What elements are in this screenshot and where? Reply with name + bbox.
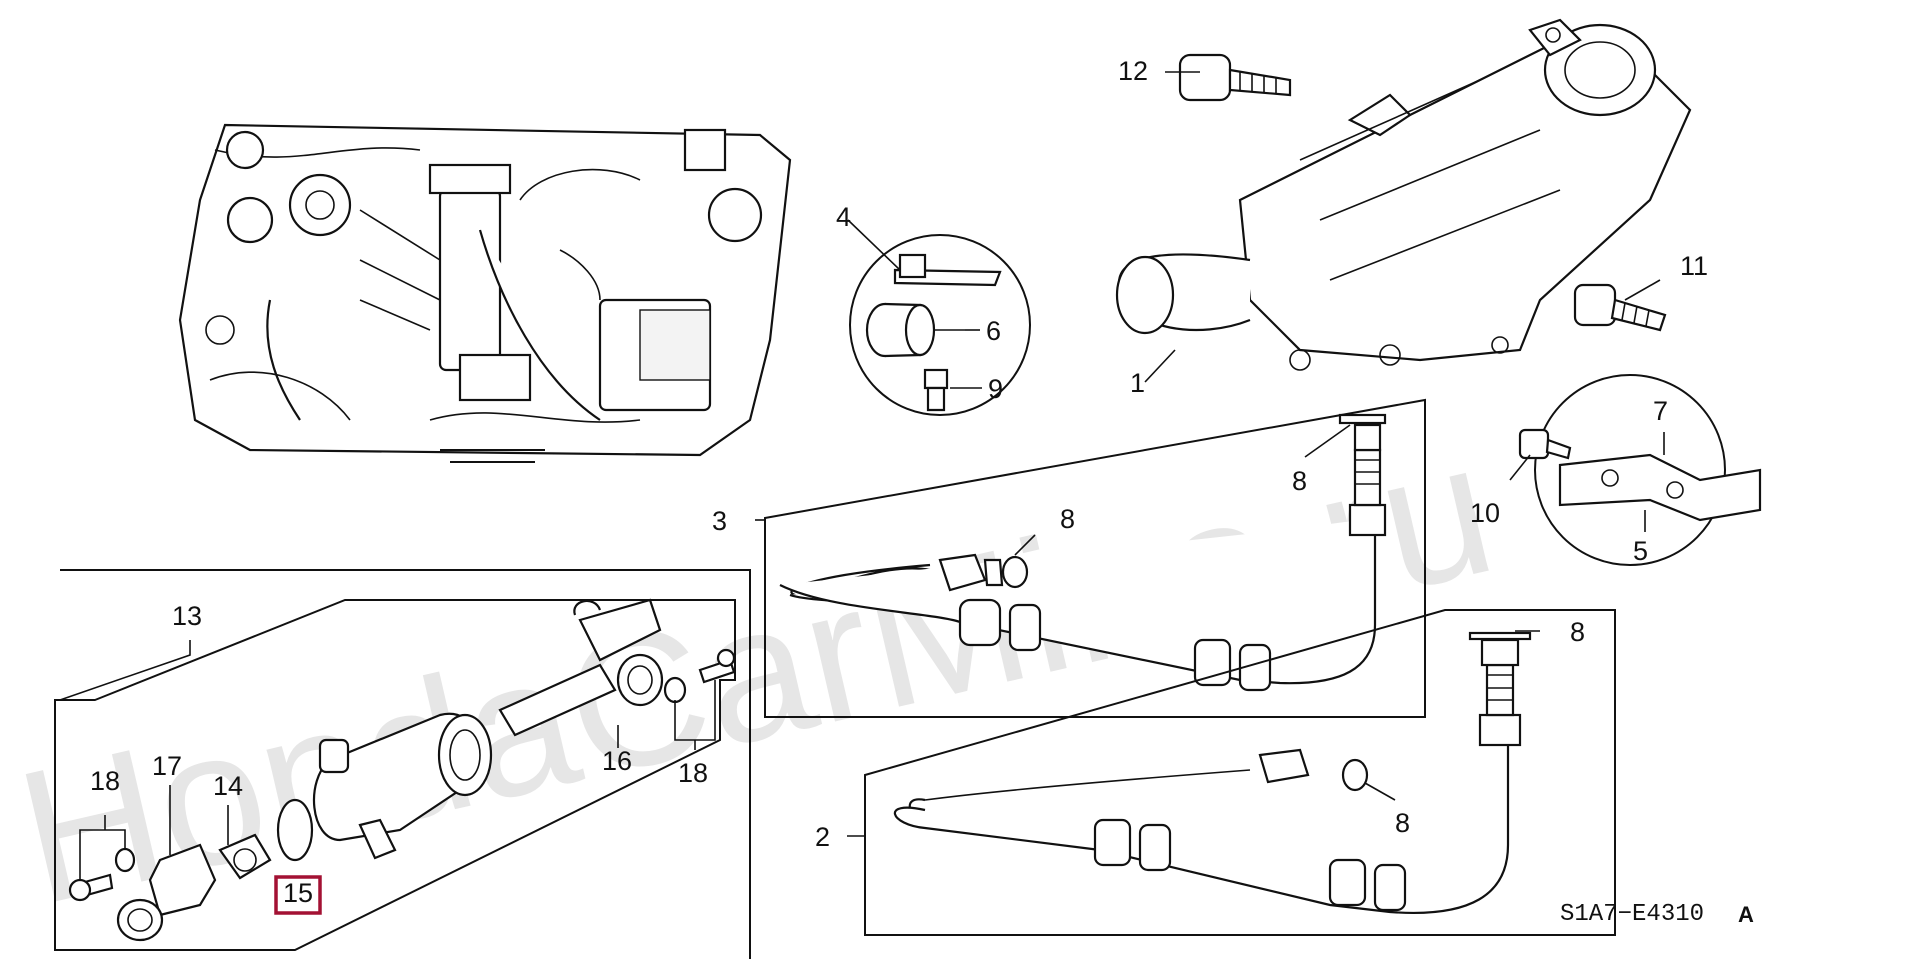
callout-18-left: 18 xyxy=(90,766,120,796)
callout-18-right: 18 xyxy=(678,758,708,788)
callout-leaders xyxy=(59,71,1665,880)
callout-1: 1 xyxy=(1130,368,1145,398)
callout-2: 2 xyxy=(815,822,830,852)
engine-bay-illustration xyxy=(178,123,792,463)
highlight-box-part-15 xyxy=(274,875,322,915)
callout-8-right: 8 xyxy=(1570,617,1585,647)
callout-15: 15 xyxy=(283,878,313,908)
diagram-code-text: S1A7−E4310 xyxy=(1560,901,1704,928)
callout-10: 10 xyxy=(1470,498,1500,528)
callout-17: 17 xyxy=(152,751,182,781)
callout-3: 3 xyxy=(712,506,727,536)
callout-8-lower: 8 xyxy=(1395,808,1410,838)
callout-4: 4 xyxy=(836,202,851,232)
part-1-water-passage xyxy=(1115,18,1692,371)
detail-circle-5-7-10 xyxy=(1518,374,1762,566)
callout-12: 12 xyxy=(1118,56,1148,86)
callout-8-mid: 8 xyxy=(1060,504,1075,534)
callout-16: 16 xyxy=(602,746,632,776)
hose-2-assembly xyxy=(864,609,1616,936)
callout-11: 11 xyxy=(1680,251,1708,281)
callout-9: 9 xyxy=(988,374,1003,404)
sub-assembly-13 xyxy=(54,569,751,959)
callout-8-upper: 8 xyxy=(1292,466,1307,496)
diagram-variant-text: A xyxy=(1738,902,1754,927)
callout-6: 6 xyxy=(986,316,1001,346)
diagram-code: S1A7−E4310 A xyxy=(1560,901,1754,928)
detail-circle-4-6-9 xyxy=(849,234,1031,416)
callout-5: 5 xyxy=(1633,536,1648,566)
hose-3-assembly xyxy=(764,398,1426,718)
part-12-bolt xyxy=(1178,53,1292,102)
part-11-bolt xyxy=(1573,283,1667,332)
callout-13: 13 xyxy=(172,601,202,631)
callout-14: 14 xyxy=(213,771,243,801)
callout-7: 7 xyxy=(1653,396,1668,426)
callout-labels: 1 2 3 4 5 6 7 8 8 8 8 9 10 11 12 13 14 1… xyxy=(90,56,1708,915)
